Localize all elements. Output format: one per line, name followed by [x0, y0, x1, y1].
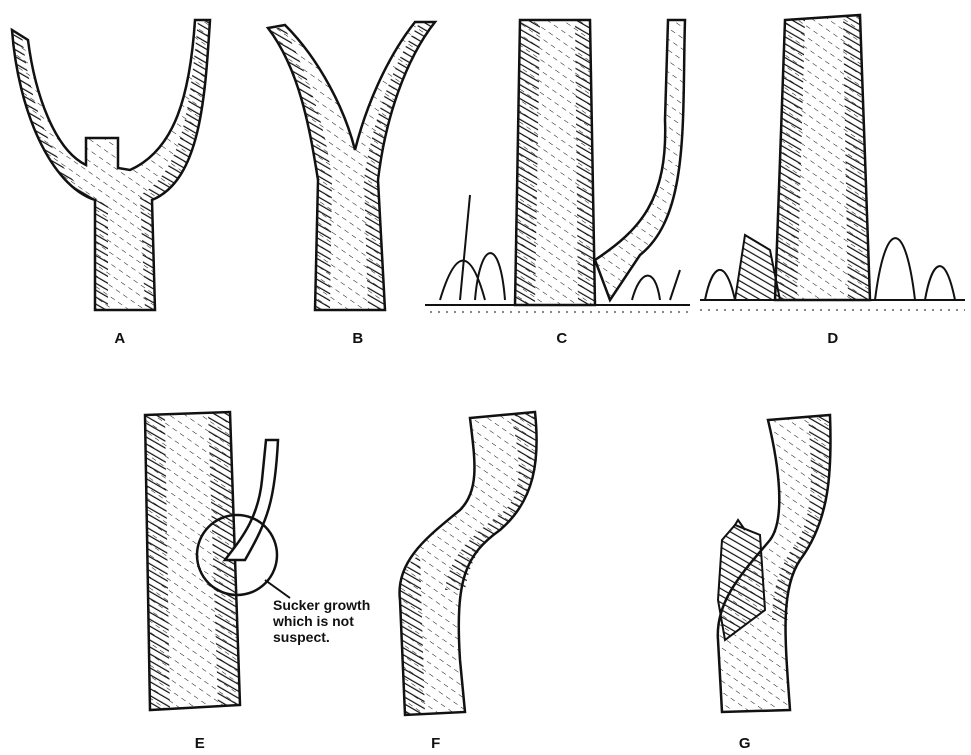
tree-figure-g — [718, 415, 831, 712]
annotation-line-1: Sucker growth — [273, 597, 370, 613]
tree-figure-e — [145, 412, 290, 710]
figure-label-c: C — [556, 330, 567, 347]
figure-label-e: E — [195, 735, 206, 752]
tree-figure-d — [700, 15, 965, 310]
tree-figure-c — [425, 20, 690, 312]
annotation-line-3: suspect. — [273, 629, 370, 645]
tree-figure-a — [12, 20, 210, 310]
pointer-line — [265, 580, 290, 598]
figure-label-a: A — [114, 330, 125, 347]
tree-figure-f — [400, 412, 537, 715]
figure-label-d: D — [827, 330, 838, 347]
figure-label-g: G — [739, 735, 751, 752]
annotation-line-2: which is not — [273, 613, 370, 629]
figure-label-b: B — [352, 330, 363, 347]
sucker-growth-annotation: Sucker growth which is not suspect. — [273, 597, 370, 645]
figure-label-f: F — [431, 735, 441, 752]
tree-figure-b — [268, 22, 435, 310]
